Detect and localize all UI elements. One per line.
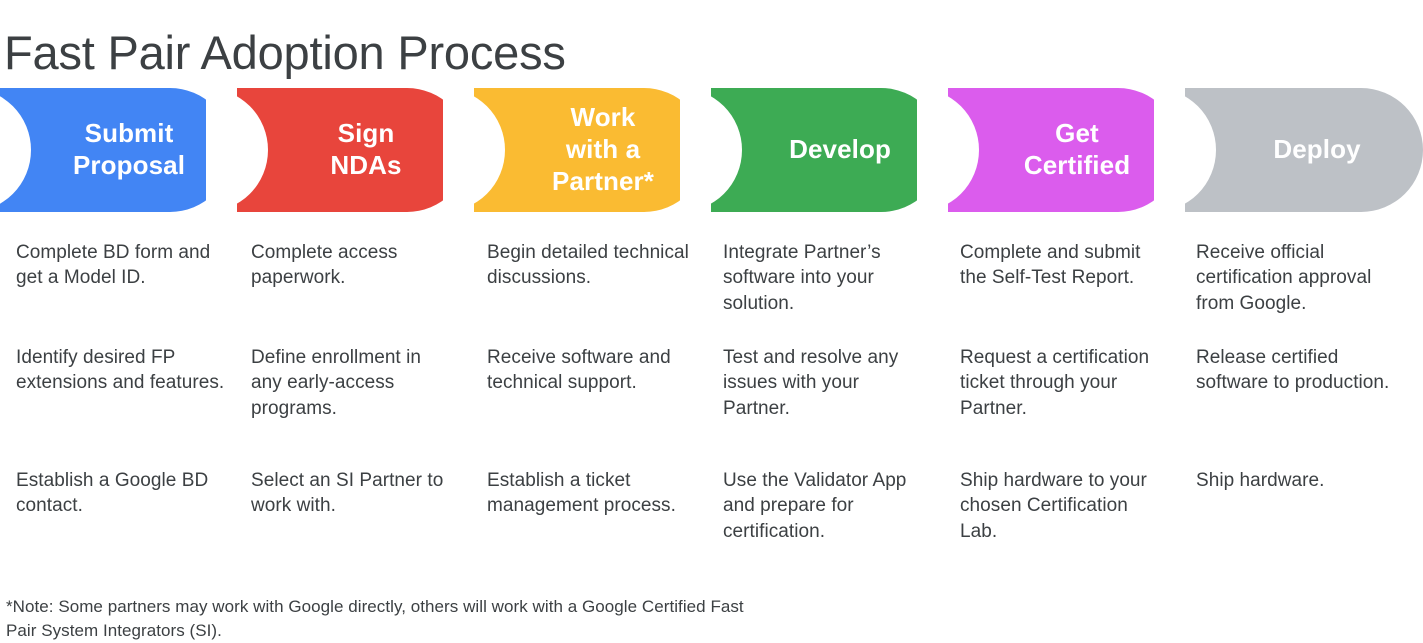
process-stage-banner: Submit Proposal Sign NDAs Work with a Part… — [0, 88, 1423, 212]
stage-chevron-shape — [0, 88, 232, 212]
stage-label: Deploy — [1273, 134, 1361, 165]
stage-label: Sign NDAs — [330, 118, 402, 180]
stage-detail-item: Receive software and technical support. — [487, 347, 671, 394]
process-stage-4[interactable]: Develop — [680, 88, 943, 212]
process-stage-1[interactable]: Submit Proposal — [0, 88, 232, 212]
stage-chevron-shape — [237, 88, 469, 212]
stage-label: Submit Proposal — [72, 118, 186, 180]
stage-chevron-shape — [1185, 88, 1423, 212]
stage-detail-item: Integrate Partner’s software into your s… — [723, 242, 881, 314]
footnote-note: *Note: Some partners may work with Googl… — [6, 597, 744, 641]
stage-chevron-shape — [474, 88, 706, 212]
process-stage-2[interactable]: Sign NDAs — [206, 88, 469, 212]
stage-detail-item: Request a certification ticket through y… — [960, 347, 1150, 419]
stage-detail-item: Complete BD form and get a Model ID. — [16, 242, 211, 289]
stage-detail-item: Receive official certification approval … — [1196, 242, 1372, 314]
process-stage-5[interactable]: Get Certified — [917, 88, 1180, 212]
stage-detail-item: Release certified software to production… — [1196, 347, 1390, 394]
stage-detail-item: Select an SI Partner to work with. — [251, 470, 444, 517]
process-stage-6[interactable]: Deploy — [1154, 88, 1423, 212]
stage-label: Get Certified — [1023, 118, 1131, 180]
process-stage-3[interactable]: Work with a Partner* — [443, 88, 706, 212]
page-title: Fast Pair Adoption Process — [4, 26, 566, 80]
stage-chevron-shape — [948, 88, 1180, 212]
stage-detail-item: Use the Validator App and prepare for ce… — [723, 470, 907, 542]
stage-detail-item: Begin detailed technical discussions. — [487, 242, 689, 289]
stage-detail-item: Ship hardware. — [1196, 470, 1325, 491]
stage-detail-item: Complete access paperwork. — [251, 242, 398, 289]
stage-detail-item: Establish a ticket management process. — [487, 470, 676, 517]
stage-chevron-shape — [711, 88, 943, 212]
stage-detail-item: Identify desired FP extensions and featu… — [16, 347, 225, 394]
stage-label: Work with a Partner* — [552, 102, 654, 196]
stage-detail-item: Test and resolve any issues with your Pa… — [723, 347, 899, 419]
stage-details-grid: Complete BD form and get a Model ID. Iden… — [0, 240, 1423, 550]
stage-detail-item: Define enrollment in any early-access pr… — [251, 347, 421, 419]
stage-detail-item: Ship hardware to your chosen Certificati… — [960, 470, 1147, 542]
stage-detail-item: Complete and submit the Self-Test Report… — [960, 242, 1141, 289]
stage-label: Develop — [789, 134, 891, 165]
stage-detail-item: Establish a Google BD contact. — [16, 470, 209, 517]
